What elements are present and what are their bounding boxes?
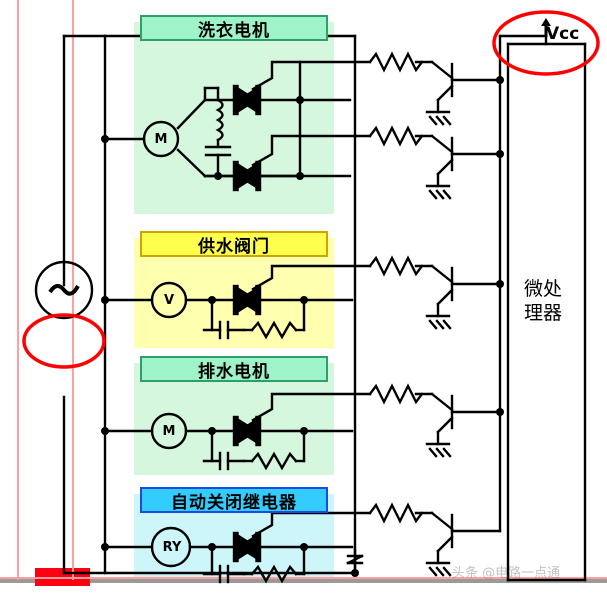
group-title-wash-motor: 洗衣电机 [140, 15, 328, 41]
wash-motor-symbol-text: M [154, 132, 168, 147]
annotation-source-highlight [22, 313, 106, 369]
triac-water-valve [232, 284, 262, 316]
junction-dots [101, 76, 504, 577]
vcc-label: Vcc [546, 24, 580, 44]
microprocessor-label-line2: 理器 [523, 301, 562, 324]
symbol-drain-motor [150, 412, 188, 450]
ac-sine-glyph [48, 284, 80, 296]
symbol-water-valve [150, 281, 188, 319]
symbol-wash-motor [142, 120, 180, 158]
symbol-relay-coil [150, 526, 192, 568]
triac-drain-motor [232, 415, 262, 447]
watermark-text: 头条 @电路一点通 [452, 566, 561, 581]
drain-motor-symbol-text: M [162, 424, 176, 439]
group-title-auto-relay: 自动关闭继电器 [140, 487, 328, 513]
group-title-drain-motor: 排水电机 [140, 356, 328, 382]
triac-wash-1 [232, 84, 262, 116]
triac-wash-2 [232, 160, 262, 192]
symbol-ac-source [34, 260, 94, 320]
group-title-water-valve: 供水阀门 [140, 231, 328, 257]
neutral-bar [0, 577, 607, 583]
relay-coil-symbol-text: RY [162, 540, 182, 555]
microprocessor-label-line1: 微处 [523, 278, 562, 300]
water-valve-symbol-text: V [163, 293, 175, 308]
annotation-vcc-highlight [492, 10, 600, 76]
triac-auto-relay [232, 531, 262, 563]
vcc-arrow-icon [541, 18, 551, 37]
microprocessor-label: 微处 理器 [521, 278, 565, 326]
